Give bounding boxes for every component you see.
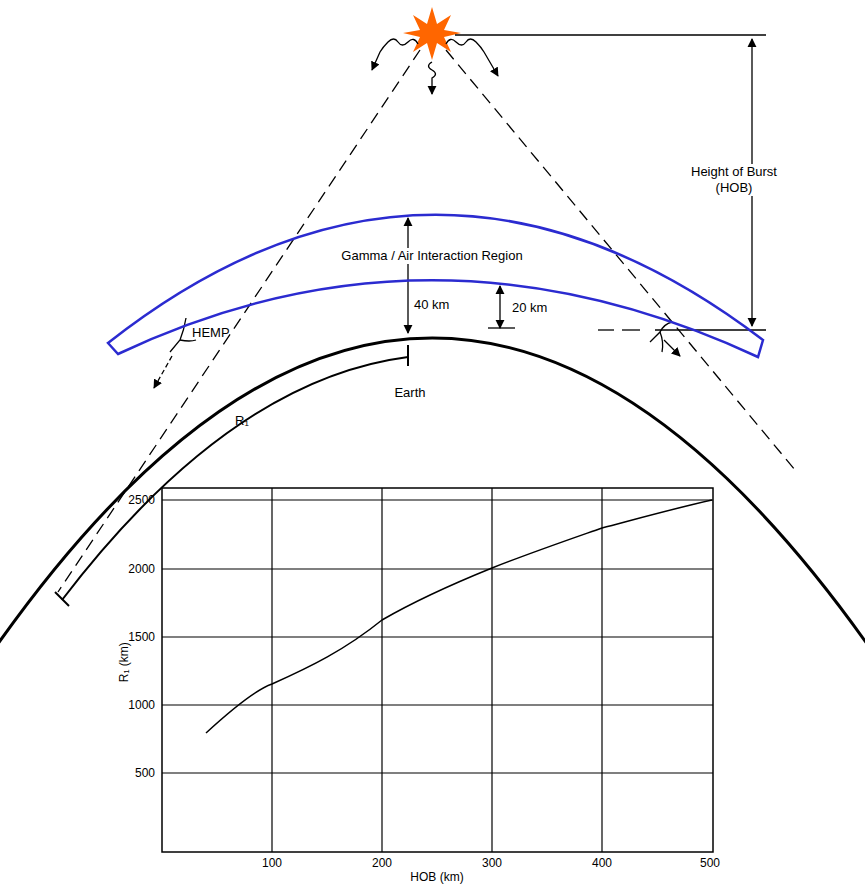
dimension-label: 40 km — [414, 297, 449, 313]
signal-label: HEMP — [192, 325, 230, 341]
axis-tick: 300 — [482, 856, 502, 870]
band-label: Gamma / Air Interaction Region — [339, 248, 524, 264]
hemp-arrow — [154, 356, 172, 388]
hemp-arrow — [664, 340, 680, 356]
axis-tick: 1500 — [128, 630, 155, 644]
axis-tick: 500 — [135, 766, 155, 780]
earth-label: Earth — [394, 385, 425, 401]
chart-frame — [162, 488, 713, 852]
dimension-label: 20 km — [512, 300, 547, 316]
dimension-40km — [407, 218, 408, 333]
hemp-symbol — [660, 332, 663, 352]
hemp-symbol — [170, 318, 186, 352]
dimension-label: Height of Burst (HOB) — [690, 164, 778, 195]
gamma-ray — [372, 39, 418, 70]
burst-star — [403, 7, 461, 60]
dimension-20km — [499, 286, 500, 328]
burst-level-line — [455, 34, 766, 35]
r1-tick — [407, 345, 409, 366]
arc-label: R₁ — [235, 413, 249, 429]
axis-tick: 400 — [592, 856, 612, 870]
axis-tick: 1000 — [128, 698, 155, 712]
axis-tick: 500 — [700, 856, 720, 870]
ground-level-line — [622, 329, 640, 330]
gamma-ray — [446, 39, 498, 76]
axis-title: HOB (km) — [410, 870, 463, 884]
ground-level-line — [598, 329, 614, 330]
hemp-symbol — [650, 322, 672, 342]
r1-curve — [206, 500, 712, 733]
dimension-tick — [488, 327, 515, 328]
axis-tick: 2000 — [128, 562, 155, 576]
gamma-ray — [429, 62, 436, 94]
r1-tick — [55, 592, 69, 606]
band-outline-path — [108, 215, 763, 357]
chart-grid — [162, 488, 713, 852]
axis-title: R₁ (km) — [117, 642, 131, 682]
axis-tick: 2500 — [128, 493, 155, 507]
axis-tick: 100 — [262, 856, 282, 870]
axis-tick: 200 — [372, 856, 392, 870]
